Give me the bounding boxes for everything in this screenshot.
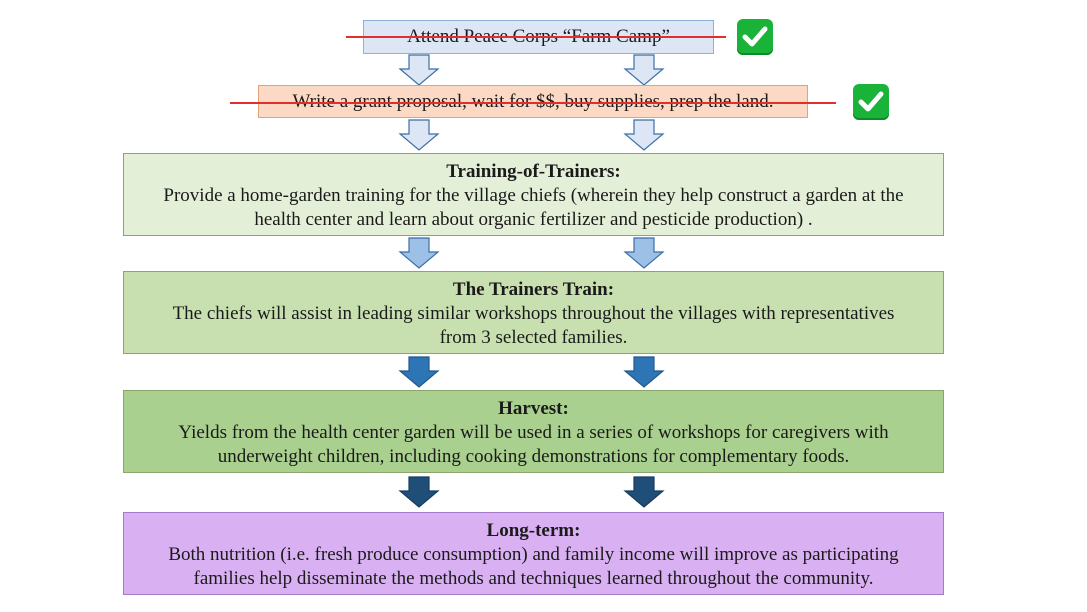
down-arrow-icon (623, 54, 665, 86)
down-arrow-icon (398, 356, 440, 388)
strikethrough-line (346, 36, 726, 38)
step-description-line: underweight children, including cooking … (217, 446, 850, 467)
step-description-line: families help disseminate the methods an… (193, 568, 874, 589)
step-description-line: health center and learn about organic fe… (254, 209, 813, 230)
step-description-line: from 3 selected families. (439, 327, 628, 348)
down-arrow-icon (623, 237, 665, 269)
step-description-line: The chiefs will assist in leading simila… (172, 303, 895, 324)
down-arrow-icon (623, 356, 665, 388)
step-description-line: Provide a home-garden training for the v… (163, 185, 904, 206)
step-long-term: Long-term: Both nutrition (i.e. fresh pr… (123, 512, 944, 595)
step-grant-proposal: Write a grant proposal, wait for $$, buy… (258, 85, 808, 118)
step-grant-proposal-text: Write a grant proposal, wait for $$, buy… (292, 90, 774, 112)
step-title: Long-term: (486, 520, 581, 541)
step-description-line: Both nutrition (i.e. fresh produce consu… (168, 544, 899, 565)
step-title: The Trainers Train: (452, 279, 615, 300)
down-arrow-icon (623, 476, 665, 508)
step-harvest: Harvest: Yields from the health center g… (123, 390, 944, 473)
step-title: Training-of-Trainers: (446, 161, 621, 182)
step-title: Harvest: (498, 398, 569, 419)
down-arrow-icon (398, 237, 440, 269)
step-trainers-train: The Trainers Train: The chiefs will assi… (123, 271, 944, 354)
step-description-line: Yields from the health center garden wil… (178, 422, 889, 443)
checkmark-icon (853, 84, 889, 120)
down-arrow-icon (398, 476, 440, 508)
step-training-of-trainers: Training-of-Trainers: Provide a home-gar… (123, 153, 944, 236)
down-arrow-icon (398, 119, 440, 151)
down-arrow-icon (398, 54, 440, 86)
down-arrow-icon (623, 119, 665, 151)
strikethrough-line (230, 102, 836, 104)
checkmark-icon (737, 19, 773, 55)
